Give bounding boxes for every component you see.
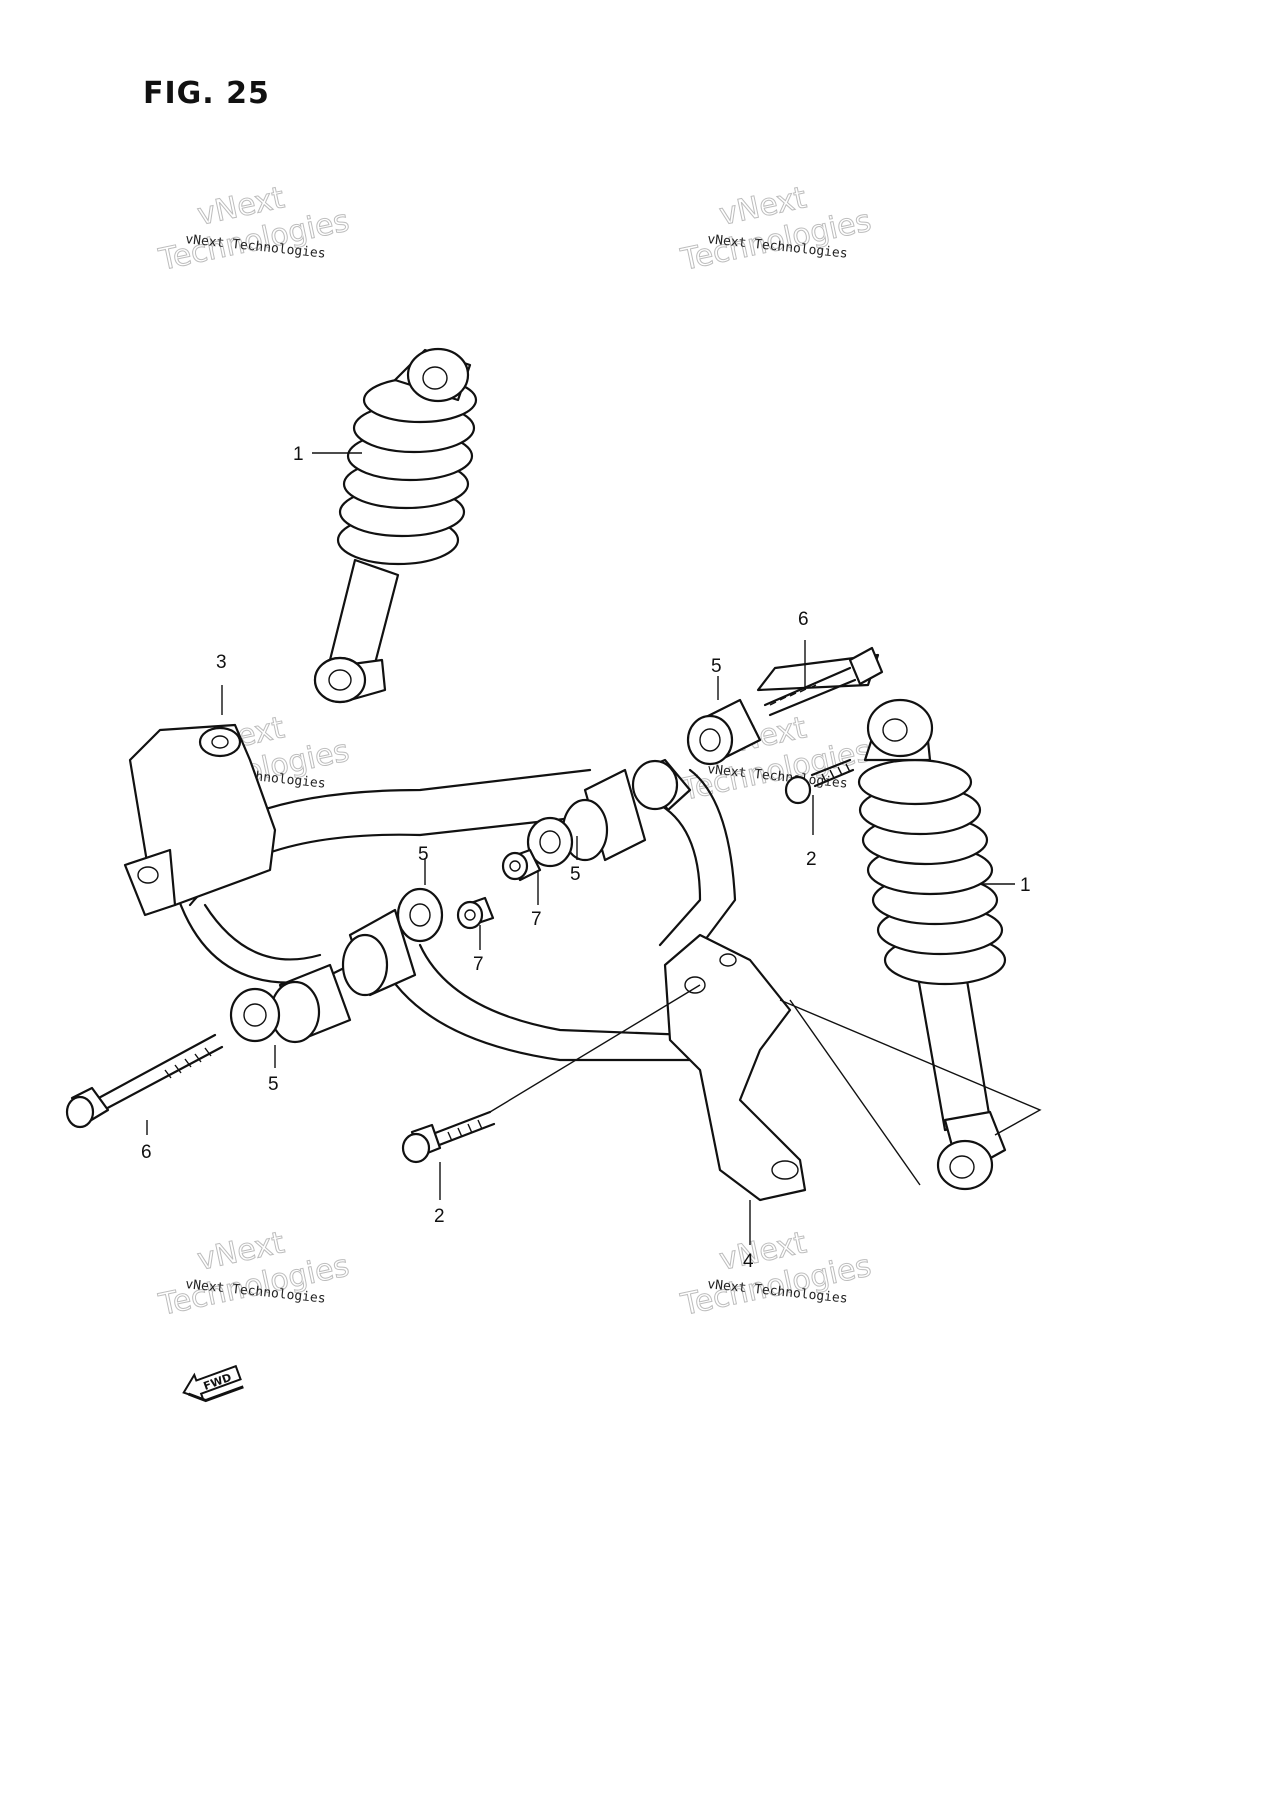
callout-long-bolt-lower: 6: [141, 1142, 152, 1163]
callout-bushing-mid-right: 5: [570, 864, 581, 885]
fwd-arrow-icon: FWD: [182, 1364, 244, 1403]
bolt-guide-line: [489, 984, 701, 1113]
bushing-mid-left: [341, 887, 444, 997]
bushing-upper: [686, 698, 762, 766]
bolt-lower: [401, 1110, 496, 1164]
bolt-upper: [784, 758, 855, 805]
nut-left: [456, 896, 495, 930]
callout-nut-right: 7: [531, 909, 542, 930]
watermark-top-left: vNext Technologies vNext Technologies: [155, 180, 353, 279]
long-bolt-lower: [65, 1033, 224, 1129]
callout-bushing-upper: 5: [711, 656, 722, 677]
bushing-mid-right: [526, 758, 692, 868]
nut-right: [501, 848, 542, 882]
watermark-bottom-left: vNext Technologies vNext Technologies: [155, 1225, 353, 1324]
fwd-label: FWD: [202, 1371, 233, 1393]
callout-bracket-right: 4: [743, 1251, 754, 1272]
figure-title: FIG. 25: [143, 76, 270, 111]
swing-arm: [123, 723, 1042, 1202]
callout-bushing-lower: 5: [268, 1074, 279, 1095]
leader-lines: [146, 452, 1015, 1245]
long-bolt-upper: [756, 646, 884, 717]
callout-bushing-mid-left: 5: [418, 844, 429, 865]
callout-shock-absorber-right: 1: [1020, 875, 1031, 896]
callout-nut-left: 7: [473, 954, 484, 975]
callout-shock-absorber-left: 1: [293, 444, 304, 465]
shock-absorber-left: [313, 347, 478, 704]
watermark-top-right: vNext Technologies vNext Technologies: [677, 180, 875, 279]
bushing-lower: [229, 963, 352, 1044]
callout-bracket-left: 3: [216, 652, 227, 673]
callout-bolt-lower: 2: [434, 1206, 445, 1227]
callout-long-bolt-upper: 6: [798, 609, 809, 630]
shock-absorber-right: [857, 698, 1007, 1191]
watermark-bottom-right: vNext Technologies vNext Technologies: [677, 1225, 875, 1324]
callout-bolt-upper: 2: [806, 849, 817, 870]
